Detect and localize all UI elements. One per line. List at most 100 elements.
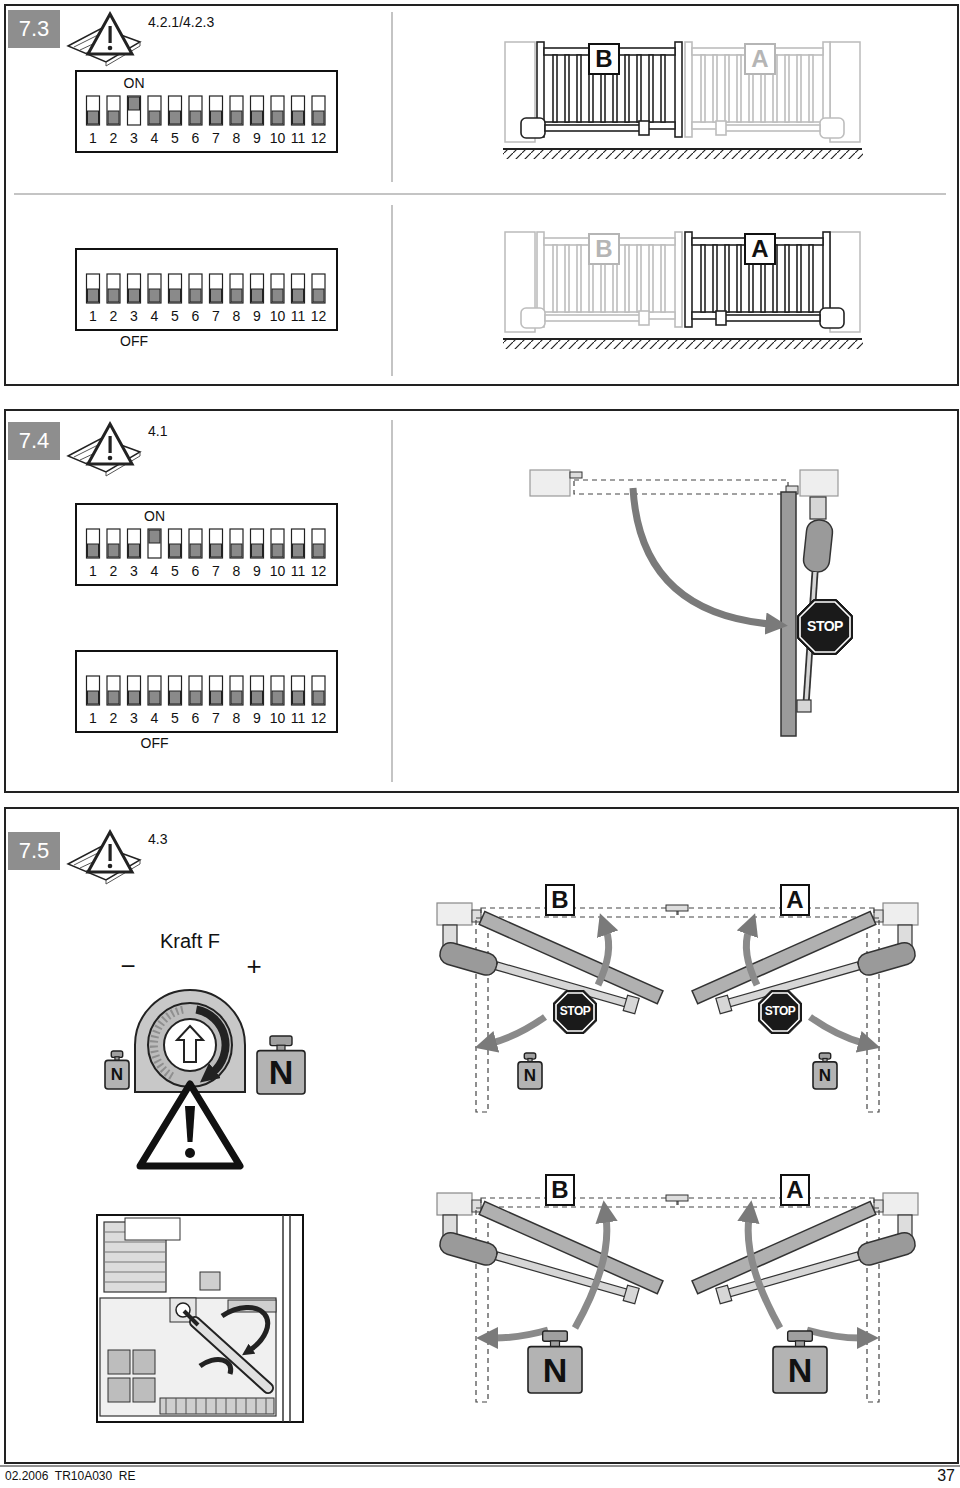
section-number: 7.3 <box>19 17 50 41</box>
gate-illustration <box>503 148 862 150</box>
switch-number: 11 <box>291 131 306 146</box>
weight-text-area: N <box>527 1347 583 1394</box>
dip-knob <box>129 97 140 110</box>
weight-symbol: N <box>527 1330 583 1394</box>
switch-number: 5 <box>171 309 179 324</box>
switch-state: OFF <box>141 736 169 751</box>
dip-knob <box>231 544 242 557</box>
gate-illustration <box>503 232 863 349</box>
switch-number: 10 <box>270 309 286 324</box>
dip-switch <box>271 676 284 705</box>
dip-switch-block: 123456789101112OFF <box>75 248 338 331</box>
illustration <box>748 1218 861 1338</box>
dip-switch <box>189 274 202 303</box>
switch-number: 12 <box>311 564 327 579</box>
leaf-letter: B <box>595 46 612 72</box>
dip-switch <box>169 676 182 705</box>
dip-switch <box>148 274 161 303</box>
control-board <box>160 1398 274 1414</box>
gate-top-view <box>810 497 826 519</box>
dip-switch <box>210 96 223 125</box>
leaf-letter: A <box>786 887 803 913</box>
control-board <box>166 1398 266 1414</box>
switch-number: 3 <box>130 309 138 324</box>
switch-number: 1 <box>89 131 97 146</box>
switch-number: 10 <box>270 564 286 579</box>
weight-handle <box>270 1036 292 1046</box>
gate-illustration <box>685 232 830 327</box>
gate-top-view <box>574 480 788 494</box>
dip-switch <box>107 529 120 558</box>
dip-knob <box>272 289 283 302</box>
stop-sign: STOP <box>553 990 597 1034</box>
panel-frames <box>5 808 958 1463</box>
weight-symbol: N <box>256 1035 306 1095</box>
leaf-letter: B <box>551 1177 568 1203</box>
dip-switch <box>312 676 325 705</box>
footer-text: 37 <box>937 1467 955 1485</box>
weight-text-area: N <box>104 1060 130 1090</box>
dip-switch <box>251 676 264 705</box>
weight-symbol: N <box>772 1330 828 1394</box>
weight-letter: N <box>269 1054 294 1091</box>
switch-number: 2 <box>110 711 118 726</box>
dip-knob <box>170 691 181 704</box>
dial-label: − <box>120 952 135 981</box>
illustration <box>678 903 918 1112</box>
weight-body <box>257 1051 305 1094</box>
dip-knob <box>190 111 201 124</box>
stop-octagon <box>761 993 799 1031</box>
stop-octagon <box>759 991 802 1034</box>
switch-number: 12 <box>311 131 327 146</box>
weight-body <box>773 1347 827 1393</box>
dip-knob <box>190 289 201 302</box>
control-board <box>97 1215 303 1422</box>
dip-knob <box>88 691 99 704</box>
switch-number: 2 <box>110 131 118 146</box>
dip-knob <box>252 111 263 124</box>
dip-switch-block: 123456789101112OFF <box>75 650 338 733</box>
switch-number: 12 <box>311 309 327 324</box>
dial-label: + <box>246 952 261 981</box>
panel-dividers <box>391 12 393 182</box>
weight-letter: N <box>788 1352 813 1389</box>
dip-knob <box>108 289 119 302</box>
weight-letter: N <box>524 1067 536 1086</box>
switch-number: 6 <box>192 711 200 726</box>
section-number: 7.4 <box>19 429 50 453</box>
illustration <box>68 14 140 66</box>
control-board <box>100 1298 276 1416</box>
section-badge: 7.4 <box>8 422 60 460</box>
dip-switch <box>148 96 161 125</box>
dip-knob <box>108 691 119 704</box>
dip-knob <box>313 544 324 557</box>
dip-knob <box>170 544 181 557</box>
panel-frames <box>5 5 958 1463</box>
weight-body <box>105 1060 129 1089</box>
dip-switch <box>169 274 182 303</box>
dip-switch <box>312 529 325 558</box>
section-badge: 7.3 <box>8 10 60 48</box>
dip-switch <box>169 96 182 125</box>
control-board <box>108 1378 130 1402</box>
panel-dividers <box>14 193 946 195</box>
dip-knob <box>211 111 222 124</box>
leaf-label-box: A <box>780 1174 810 1206</box>
weight-body <box>528 1347 582 1393</box>
gate-illustration <box>503 339 863 349</box>
dip-knob <box>129 691 140 704</box>
switch-number: 9 <box>253 309 261 324</box>
dip-knob <box>272 691 283 704</box>
weight-text-area: N <box>812 1062 838 1090</box>
dip-switch <box>230 96 243 125</box>
weight-letter: N <box>819 1067 831 1086</box>
dip-knob <box>231 691 242 704</box>
warning-triangle <box>185 1148 195 1158</box>
switch-number: 3 <box>130 711 138 726</box>
section-number: 7.5 <box>19 839 50 863</box>
dip-knob <box>190 691 201 704</box>
leaf-letter: B <box>595 236 612 262</box>
switch-number: 10 <box>270 131 286 146</box>
dip-knob <box>293 544 304 557</box>
dip-switch <box>292 96 305 125</box>
